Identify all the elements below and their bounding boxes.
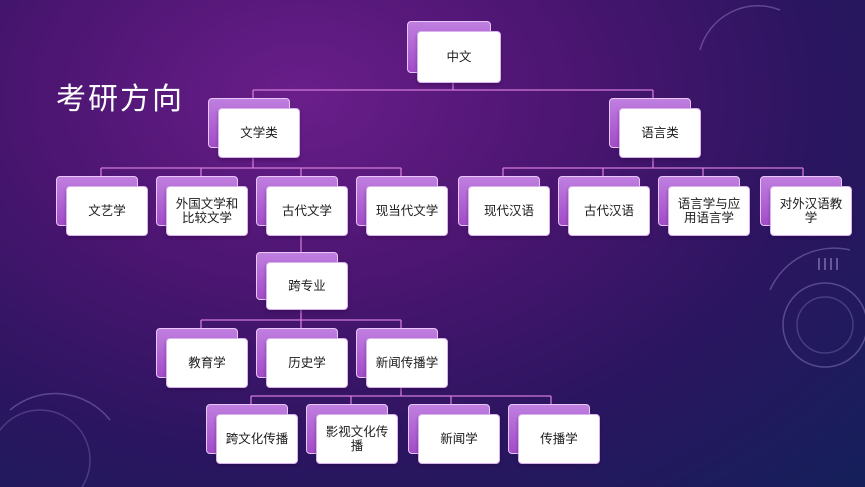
node-label: 文学类: [218, 108, 300, 158]
node-modern-literature: 现当代文学: [356, 176, 448, 236]
node-label: 现当代文学: [366, 186, 448, 236]
node-tcfl: 对外汉语教学: [760, 176, 852, 236]
node-label: 现代汉语: [468, 186, 550, 236]
node-label: 外国文学和比较文学: [166, 186, 248, 236]
node-label: 跨专业: [266, 262, 348, 310]
node-chinese: 中文: [407, 21, 501, 83]
node-journalism-communication: 新闻传播学: [356, 328, 448, 388]
node-linguistics: 语言类: [609, 98, 701, 158]
node-applied-linguistics: 语言学与应用语言学: [658, 176, 750, 236]
node-communication: 传播学: [508, 404, 600, 464]
node-film-culture-communication: 影视文化传播: [306, 404, 398, 464]
node-label: 影视文化传播: [316, 414, 398, 464]
node-literary-theory: 文艺学: [56, 176, 148, 236]
node-label: 教育学: [166, 338, 248, 388]
node-journalism: 新闻学: [408, 404, 500, 464]
node-intercultural-communication: 跨文化传播: [206, 404, 298, 464]
node-label: 新闻学: [418, 414, 500, 464]
node-literature: 文学类: [208, 98, 300, 158]
node-comparative-literature: 外国文学和比较文学: [156, 176, 248, 236]
node-label: 对外汉语教学: [770, 186, 852, 236]
node-label: 文艺学: [66, 186, 148, 236]
node-label: 古代文学: [266, 186, 348, 236]
node-education: 教育学: [156, 328, 248, 388]
node-label: 传播学: [518, 414, 600, 464]
node-label: 中文: [417, 31, 501, 83]
slide-title: 考研方向: [56, 82, 184, 117]
node-label: 跨文化传播: [216, 414, 298, 464]
node-history: 历史学: [256, 328, 348, 388]
node-label: 古代汉语: [568, 186, 650, 236]
node-label: 语言类: [619, 108, 701, 158]
node-label: 语言学与应用语言学: [668, 186, 750, 236]
node-label: 新闻传播学: [366, 338, 448, 388]
node-label: 历史学: [266, 338, 348, 388]
node-cross-discipline: 跨专业: [256, 252, 348, 310]
node-ancient-chinese: 古代汉语: [558, 176, 650, 236]
node-modern-chinese: 现代汉语: [458, 176, 550, 236]
node-ancient-literature: 古代文学: [256, 176, 348, 236]
